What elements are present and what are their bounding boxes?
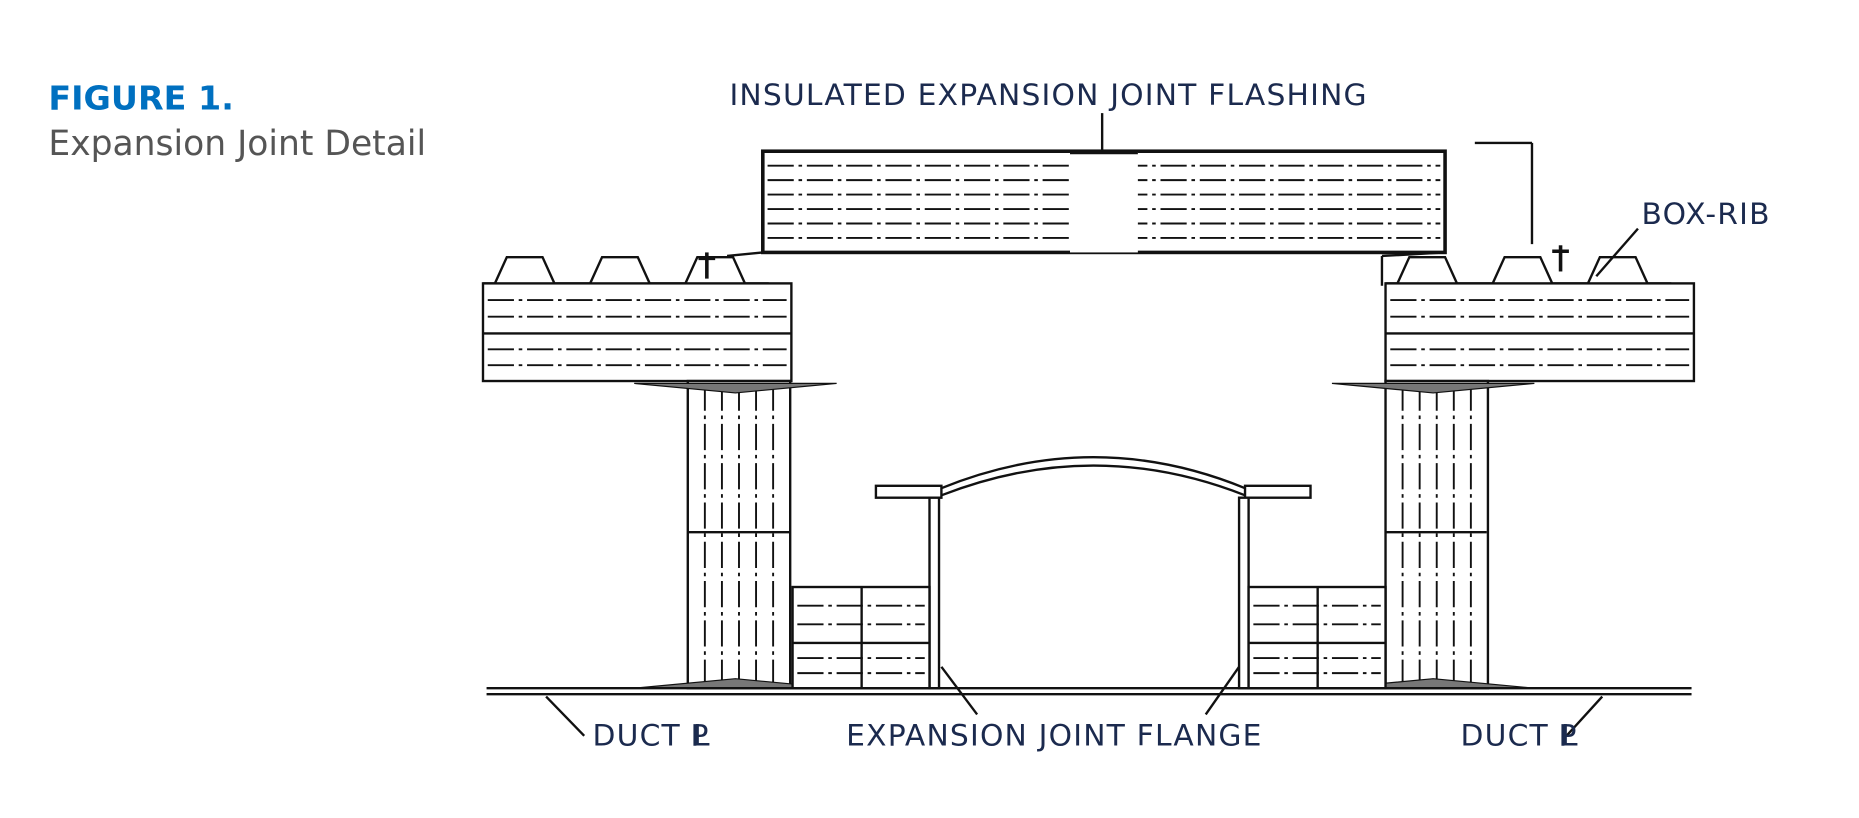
box-rib-left bbox=[482, 255, 769, 285]
leader-box-rib bbox=[1595, 227, 1639, 278]
flange-cap-right bbox=[1243, 484, 1312, 499]
label-flashing: INSULATED EXPANSION JOINT FLASHING bbox=[729, 78, 1367, 113]
flange-plate-left bbox=[928, 496, 941, 690]
label-box-rib: BOX-RIB bbox=[1642, 197, 1771, 232]
arch-flashing bbox=[940, 456, 1246, 490]
flashing-edge bbox=[1381, 251, 1446, 258]
flashing-gap bbox=[1070, 152, 1138, 253]
figure-number: FIGURE 1. bbox=[48, 79, 233, 118]
arch-flashing bbox=[940, 464, 1246, 497]
weld bbox=[634, 382, 837, 394]
label-expansion-joint-flange: EXPANSION JOINT FLANGE bbox=[846, 718, 1262, 753]
weld bbox=[1331, 382, 1535, 394]
flashing-edge bbox=[726, 251, 763, 258]
leader-duct-left bbox=[545, 695, 586, 737]
flange-plate-right bbox=[1237, 496, 1250, 690]
leader-duct-right bbox=[1565, 695, 1604, 737]
leader-flange-left bbox=[940, 666, 979, 716]
flange-cap-left bbox=[874, 484, 943, 499]
figure-title: Expansion Joint Detail bbox=[48, 124, 426, 164]
box-rib-right bbox=[1385, 255, 1672, 285]
leader-flange-right bbox=[1204, 666, 1241, 716]
drawing-geometry bbox=[481, 113, 1696, 737]
